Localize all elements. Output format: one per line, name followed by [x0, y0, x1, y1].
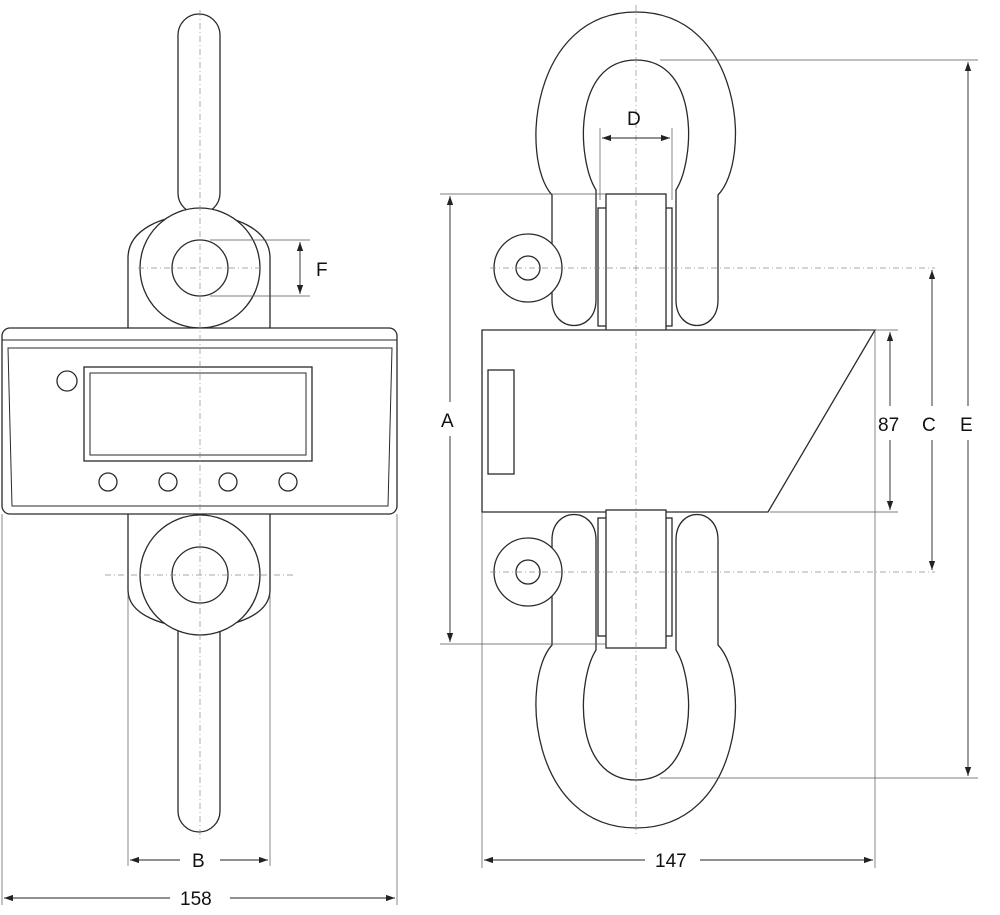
indicator-lamp — [56, 370, 78, 392]
front-housing — [1, 327, 398, 515]
dimension-label-E: E — [960, 415, 973, 436]
dimension-label-147: 147 — [655, 851, 687, 872]
side-dimension-87: 87 — [770, 329, 899, 513]
keypad-button-3 — [218, 472, 238, 492]
dimension-label-87: 87 — [878, 415, 899, 436]
keypad-button-4 — [278, 472, 298, 492]
dimension-label-F: F — [316, 260, 328, 281]
front-view: F B 158 — [1, 10, 398, 910]
dimension-label-158: 158 — [180, 889, 212, 910]
side-dimension-147: 147 — [481, 330, 876, 872]
side-dimension-A: A — [440, 193, 606, 645]
side-dimension-E: E — [660, 59, 978, 779]
side-top-shackle — [493, 11, 737, 333]
battery-cover — [487, 369, 515, 475]
housing-bevel — [7, 347, 393, 507]
side-dimension-D: D — [599, 109, 673, 200]
side-body — [481, 329, 877, 513]
body-profile — [481, 329, 877, 513]
front-dimension-B: B — [127, 595, 271, 872]
side-view: D A 87 C E — [440, 5, 978, 872]
bottom-shackle-bow — [535, 514, 737, 829]
front-bottom-shackle — [127, 511, 271, 833]
front-dimension-F: F — [210, 239, 328, 297]
dimension-label-D: D — [627, 109, 641, 130]
front-top-shackle — [127, 13, 271, 331]
keypad-button-2 — [158, 472, 178, 492]
front-center-lines — [105, 10, 295, 840]
side-dimension-C: C — [922, 270, 936, 570]
display-frame — [83, 366, 313, 462]
top-shank — [177, 13, 221, 215]
keypad-button-1 — [98, 472, 118, 492]
top-shackle-bow — [535, 11, 737, 326]
dimension-label-A: A — [441, 411, 454, 432]
side-bottom-shackle — [493, 509, 737, 829]
dimension-label-B: B — [192, 851, 205, 872]
front-dimension-158: 158 — [1, 514, 398, 910]
display-window — [89, 372, 307, 456]
side-center-lines — [490, 5, 935, 835]
dimension-label-C: C — [922, 415, 936, 436]
